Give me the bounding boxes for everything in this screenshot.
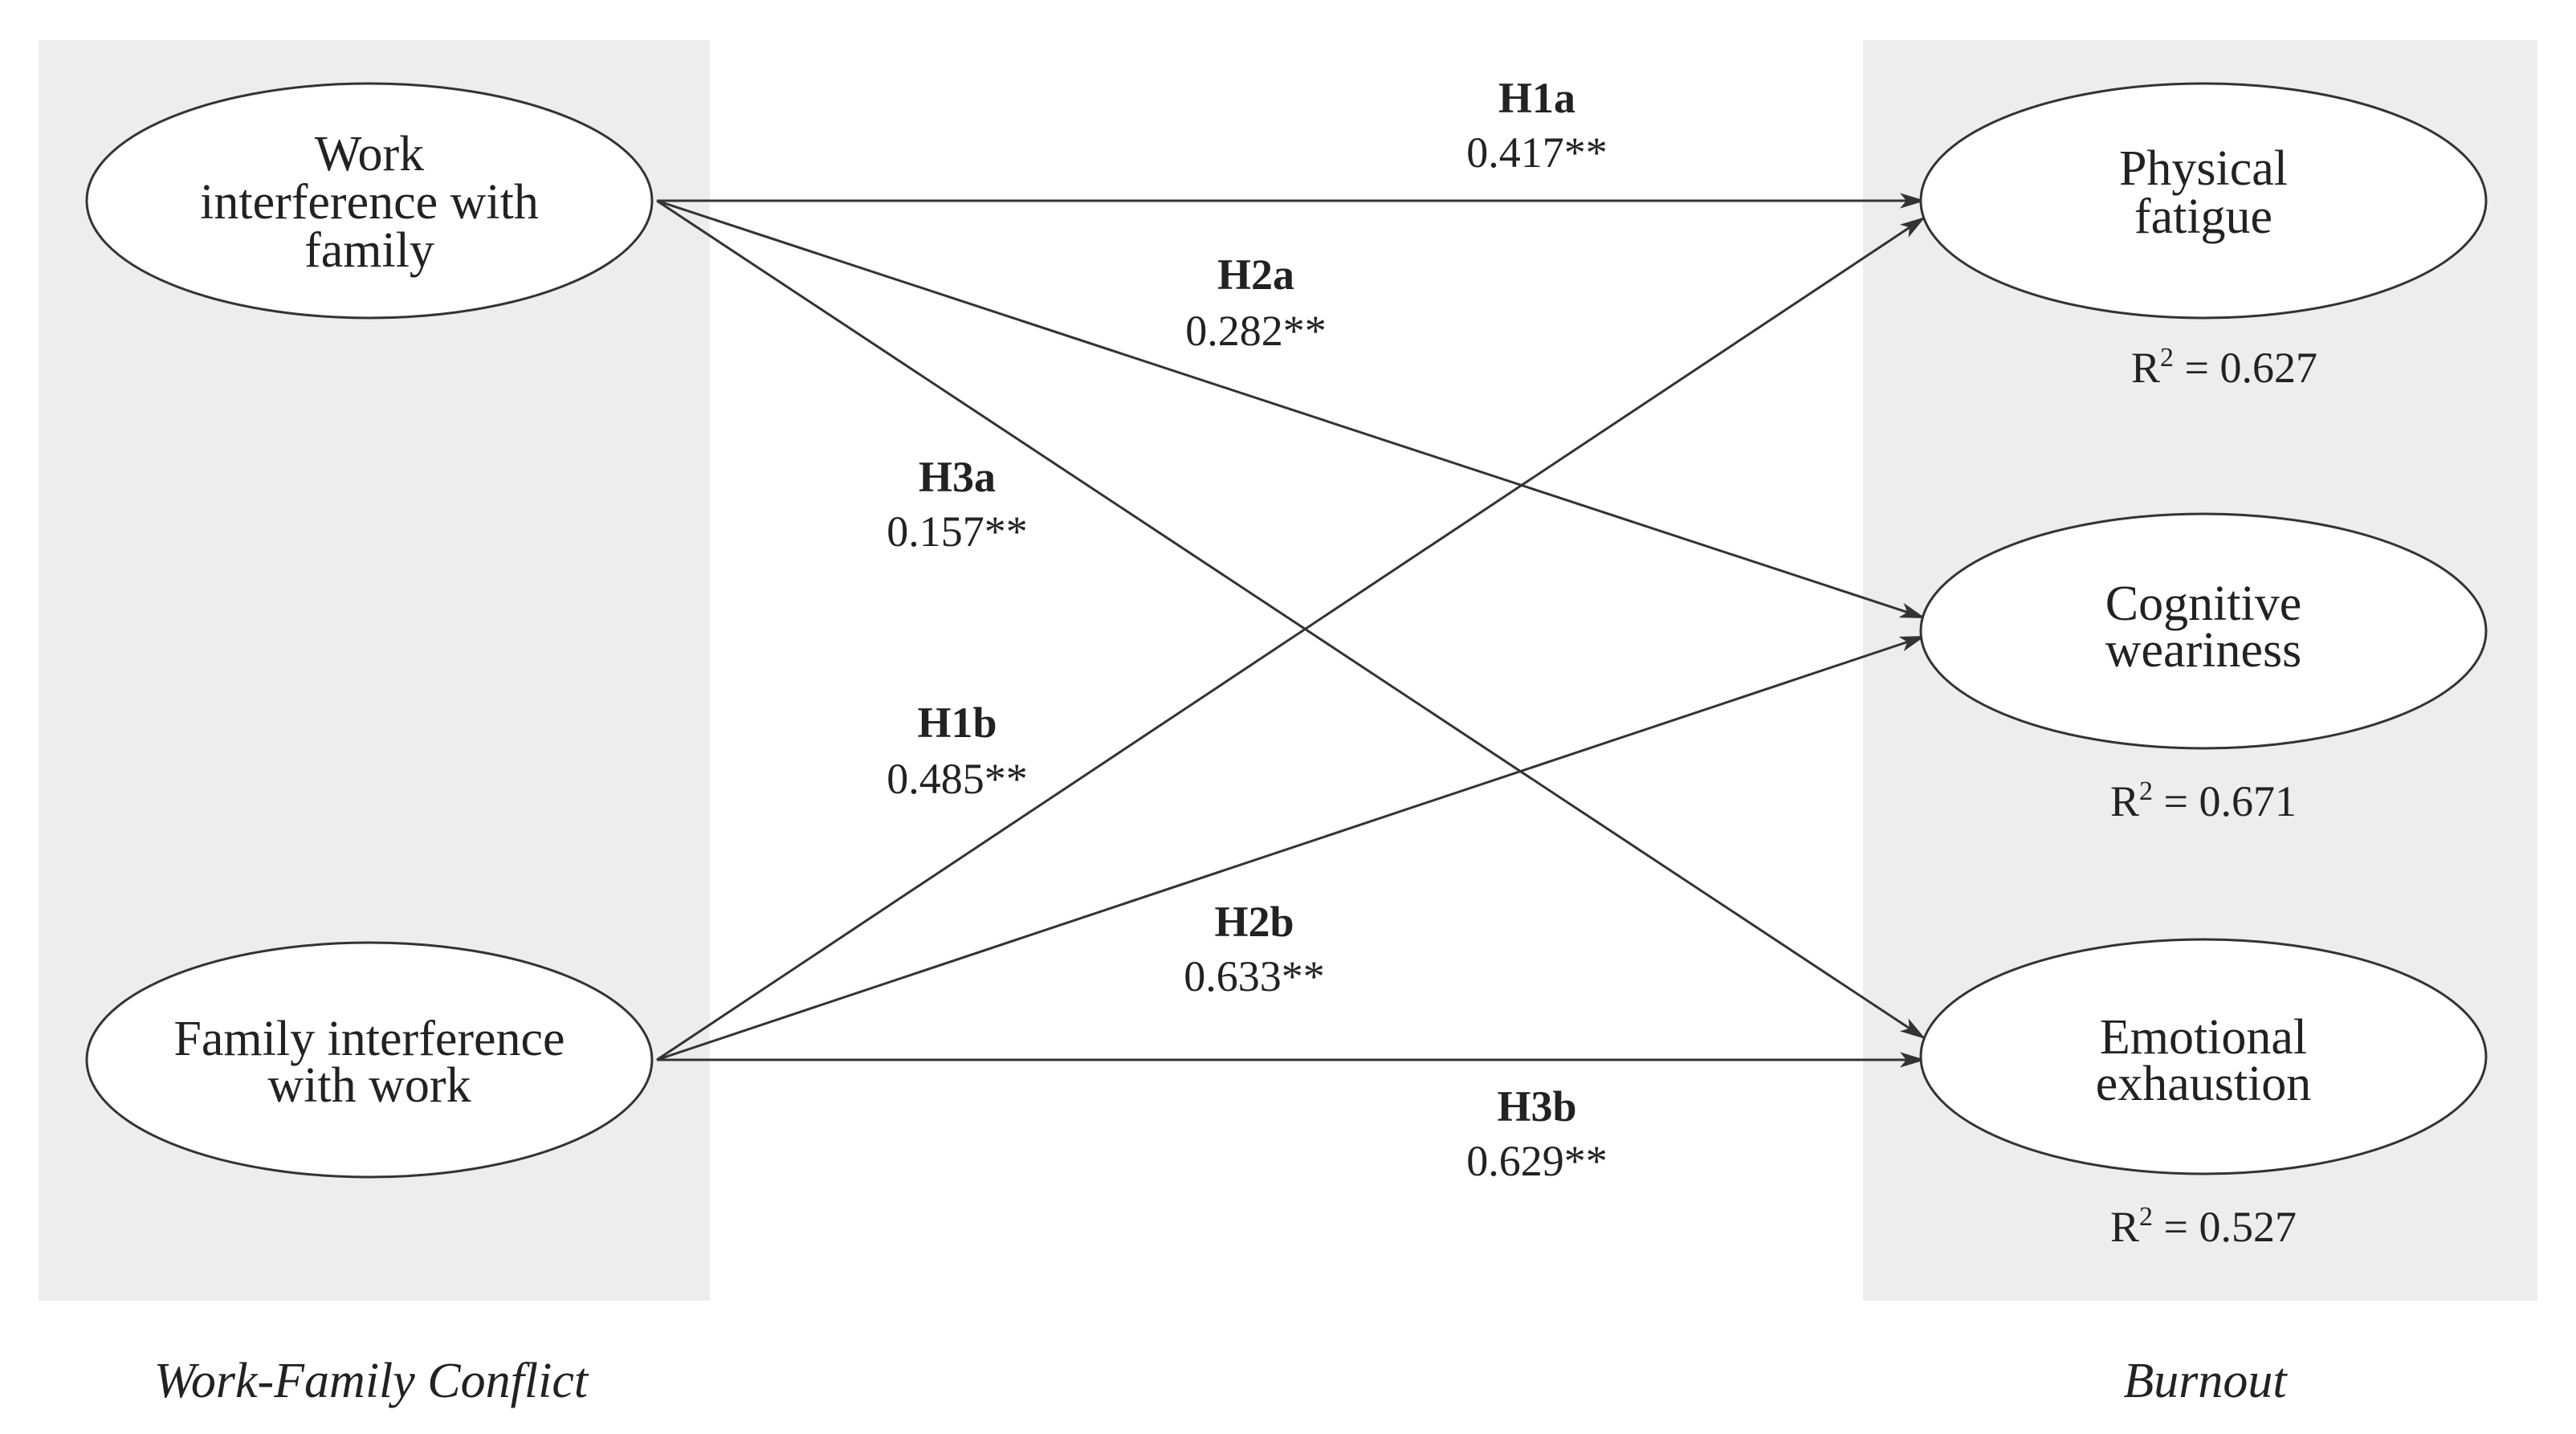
node-emotional-exhaustion: Emotional exhaustion xyxy=(1919,938,2488,1175)
path-label-h2a: H2a 0.282** xyxy=(1185,251,1327,355)
node-label-line: exhaustion xyxy=(2096,1057,2312,1111)
node-label-line: Physical xyxy=(2119,141,2288,196)
hypothesis-label: H3b xyxy=(1497,1082,1576,1130)
section-label-burnout: Burnout xyxy=(2123,1354,2288,1408)
path-label-h1a: H1a 0.417** xyxy=(1466,74,1608,177)
r-squared-emotional: R2 = 0.527 xyxy=(2110,1202,2297,1251)
node-label-line: interference with xyxy=(200,175,539,230)
coefficient-label: 0.485** xyxy=(887,755,1028,803)
coefficient-label: 0.629** xyxy=(1466,1137,1608,1185)
node-label-line: Cognitive xyxy=(2105,576,2302,631)
coefficient-label: 0.157** xyxy=(887,507,1028,556)
path-h2b-arrow xyxy=(656,634,1926,1061)
path-label-h2b: H2b 0.633** xyxy=(1184,898,1325,1000)
path-label-h3a: H3a 0.157** xyxy=(887,453,1028,556)
coefficient-label: 0.417** xyxy=(1466,128,1608,177)
node-label-line: Work xyxy=(315,127,424,181)
path-label-h1b: H1b 0.485** xyxy=(887,699,1028,803)
node-work-interference-with-family: Work interference with family xyxy=(85,82,654,320)
node-cognitive-weariness: Cognitive weariness xyxy=(1919,512,2488,750)
node-physical-fatigue: Physical fatigue xyxy=(1919,82,2488,320)
hypothesis-label: H3a xyxy=(919,453,996,501)
node-label-line: with work xyxy=(267,1058,471,1113)
node-label-line: Family interference xyxy=(173,1012,565,1066)
path-arrows xyxy=(656,193,1926,1068)
path-h3a-arrow xyxy=(656,199,1926,1041)
section-label-work-family-conflict: Work-Family Conflict xyxy=(154,1354,589,1408)
r-squared-cognitive: R2 = 0.671 xyxy=(2110,776,2297,825)
path-label-h3b: H3b 0.629** xyxy=(1466,1082,1608,1185)
r-squared-physical: R2 = 0.627 xyxy=(2131,343,2317,392)
hypothesis-label: H1b xyxy=(917,699,997,747)
hypothesis-label: H2a xyxy=(1217,251,1294,299)
node-label-line: family xyxy=(304,223,434,278)
coefficient-label: 0.282** xyxy=(1185,307,1327,355)
hypothesis-label: H1a xyxy=(1498,74,1575,122)
path-h1b-arrow xyxy=(656,215,1926,1061)
node-family-interference-with-work: Family interference with work xyxy=(85,941,654,1179)
node-label-line: weariness xyxy=(2105,623,2301,678)
coefficient-label: 0.633** xyxy=(1184,952,1325,1000)
path-h2a-arrow xyxy=(656,199,1926,620)
hypothesis-label: H2b xyxy=(1214,898,1294,946)
node-label-line: fatigue xyxy=(2134,189,2272,244)
node-label-line: Emotional xyxy=(2100,1010,2307,1065)
